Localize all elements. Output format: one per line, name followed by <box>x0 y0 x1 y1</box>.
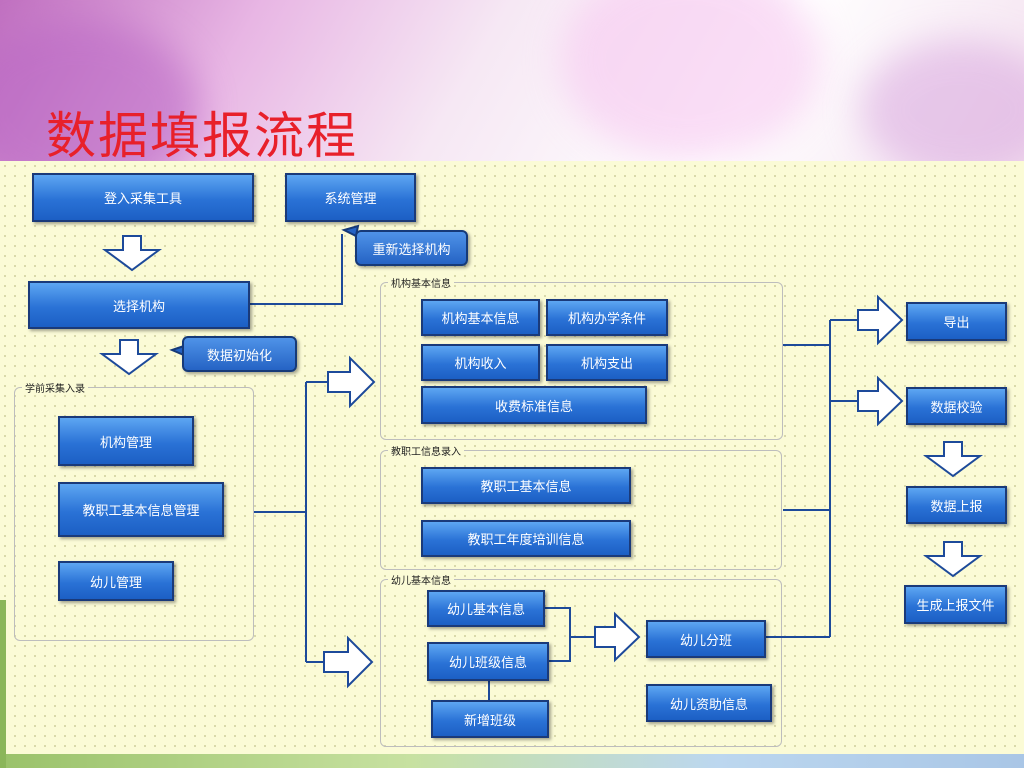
callout-data-init: 数据初始化 <box>182 336 297 372</box>
group-label-child-basic: 幼儿基本信息 <box>388 572 454 587</box>
node-child-grouping: 幼儿分班 <box>646 620 766 658</box>
connector-line <box>545 607 571 662</box>
node-child-basic-info: 幼儿基本信息 <box>427 590 545 627</box>
group-org-basic <box>380 282 783 440</box>
node-data-report: 数据上报 <box>906 486 1007 524</box>
background-bloom <box>560 0 820 160</box>
node-child-management: 幼儿管理 <box>58 561 174 601</box>
left-accent-strip <box>0 600 6 768</box>
node-export: 导出 <box>906 302 1007 341</box>
arrow-right-icon <box>857 294 904 346</box>
node-org-management: 机构管理 <box>58 416 194 466</box>
node-staff-basic-info: 教职工基本信息 <box>421 467 631 504</box>
node-select-org: 选择机构 <box>28 281 250 329</box>
node-fee-standard: 收费标准信息 <box>421 386 647 424</box>
arrow-down-icon <box>922 441 984 478</box>
page-title: 数据填报流程 <box>46 107 358 165</box>
connector-line <box>250 234 343 305</box>
group-label-staff-entry: 教职工信息录入 <box>388 443 464 458</box>
arrow-right-icon <box>594 611 641 663</box>
arrow-down-icon <box>922 541 984 578</box>
node-data-check: 数据校验 <box>906 387 1007 425</box>
group-label-org-basic: 机构基本信息 <box>388 275 454 290</box>
node-staff-info-management: 教职工基本信息管理 <box>58 482 224 537</box>
group-staff-entry <box>380 450 782 570</box>
node-generate-report-file: 生成上报文件 <box>904 585 1007 624</box>
arrow-down-icon <box>101 235 163 272</box>
footer-strip <box>0 754 1024 768</box>
arrow-down-icon <box>98 339 160 376</box>
arrow-right-icon <box>857 375 904 427</box>
node-staff-training: 教职工年度培训信息 <box>421 520 631 557</box>
group-label-preschool-entry: 学前采集入录 <box>22 380 88 395</box>
node-new-class: 新增班级 <box>431 700 549 738</box>
node-login: 登入采集工具 <box>32 173 254 222</box>
node-org-basic-info: 机构基本信息 <box>421 299 540 336</box>
arrow-right-icon <box>323 635 374 689</box>
group-preschool-entry <box>14 387 254 641</box>
group-child-basic <box>380 579 782 747</box>
node-child-aid: 幼儿资助信息 <box>646 684 772 722</box>
background-bloom <box>860 40 1024 180</box>
arrow-right-icon <box>327 355 376 409</box>
node-child-class-info: 幼儿班级信息 <box>427 642 549 681</box>
node-org-income: 机构收入 <box>421 344 540 381</box>
node-org-conditions: 机构办学条件 <box>546 299 668 336</box>
node-system-management: 系统管理 <box>285 173 416 222</box>
node-org-expense: 机构支出 <box>546 344 668 381</box>
callout-reselect-org: 重新选择机构 <box>355 230 468 266</box>
